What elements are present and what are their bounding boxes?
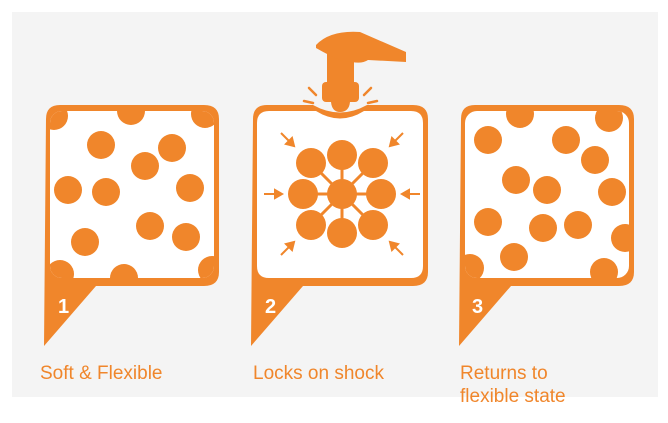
panel-2-particles [288,140,396,248]
panel-3-caption-line-1: Returns to [460,362,566,385]
panel-2-number: 2 [265,296,276,318]
panel-3-caption-line-2: flexible state [460,385,566,408]
panel-2-caption-line: Locks on shock [253,363,384,384]
panel-1-caption: Soft & Flexible [40,362,163,385]
panel-1-caption-line: Soft & Flexible [40,363,163,384]
panel-3-caption: Returns to flexible state [460,362,566,408]
panel-3-number: 3 [472,296,483,318]
panel-1-number: 1 [58,296,69,318]
panel-2-caption: Locks on shock [253,362,384,385]
